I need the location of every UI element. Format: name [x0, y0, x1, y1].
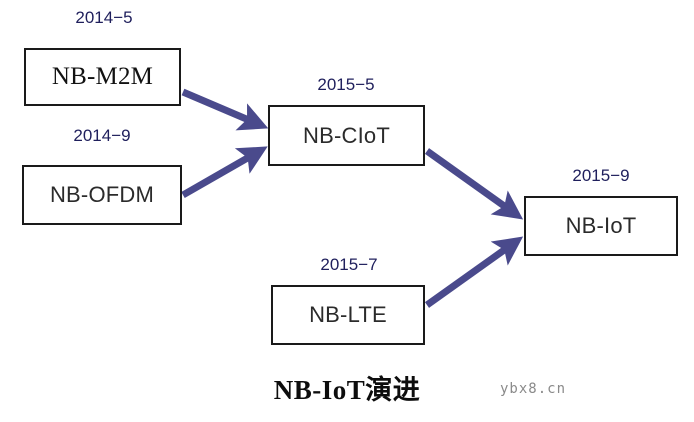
- date-label-nb-lte: 2015−7: [320, 255, 378, 274]
- node-box-nb-iot[interactable]: NB-IoT: [524, 196, 678, 256]
- arrow-lte-to-iot: [424, 236, 524, 308]
- date-label-nb-ciot: 2015−5: [317, 75, 375, 94]
- node-box-nb-lte[interactable]: NB-LTE: [271, 285, 425, 345]
- node-label-nb-m2m: NB-M2M: [51, 63, 154, 90]
- watermark-text: ybx8.cn: [500, 381, 567, 397]
- node-label-nb-ofdm: NB-OFDM: [49, 182, 155, 207]
- date-label-nb-iot: 2015−9: [572, 166, 630, 185]
- arrow-m2m-to-ciot: [181, 88, 269, 131]
- diagram-title: NB-IoT演进: [273, 375, 421, 405]
- date-label-nb-ofdm: 2014−9: [73, 126, 131, 145]
- arrow-ofdm-to-ciot: [181, 146, 268, 199]
- node-label-nb-lte: NB-LTE: [309, 302, 387, 327]
- arrow-ciot-to-iot: [424, 148, 524, 220]
- node-box-nb-ofdm[interactable]: NB-OFDM: [22, 165, 182, 225]
- node-box-nb-ciot[interactable]: NB-CIoT: [268, 105, 425, 166]
- node-label-nb-ciot: NB-CIoT: [303, 122, 390, 148]
- date-label-nb-m2m: 2014−5: [75, 8, 133, 27]
- node-label-nb-iot: NB-IoT: [565, 213, 637, 238]
- node-box-nb-m2m[interactable]: NB-M2M: [24, 48, 181, 106]
